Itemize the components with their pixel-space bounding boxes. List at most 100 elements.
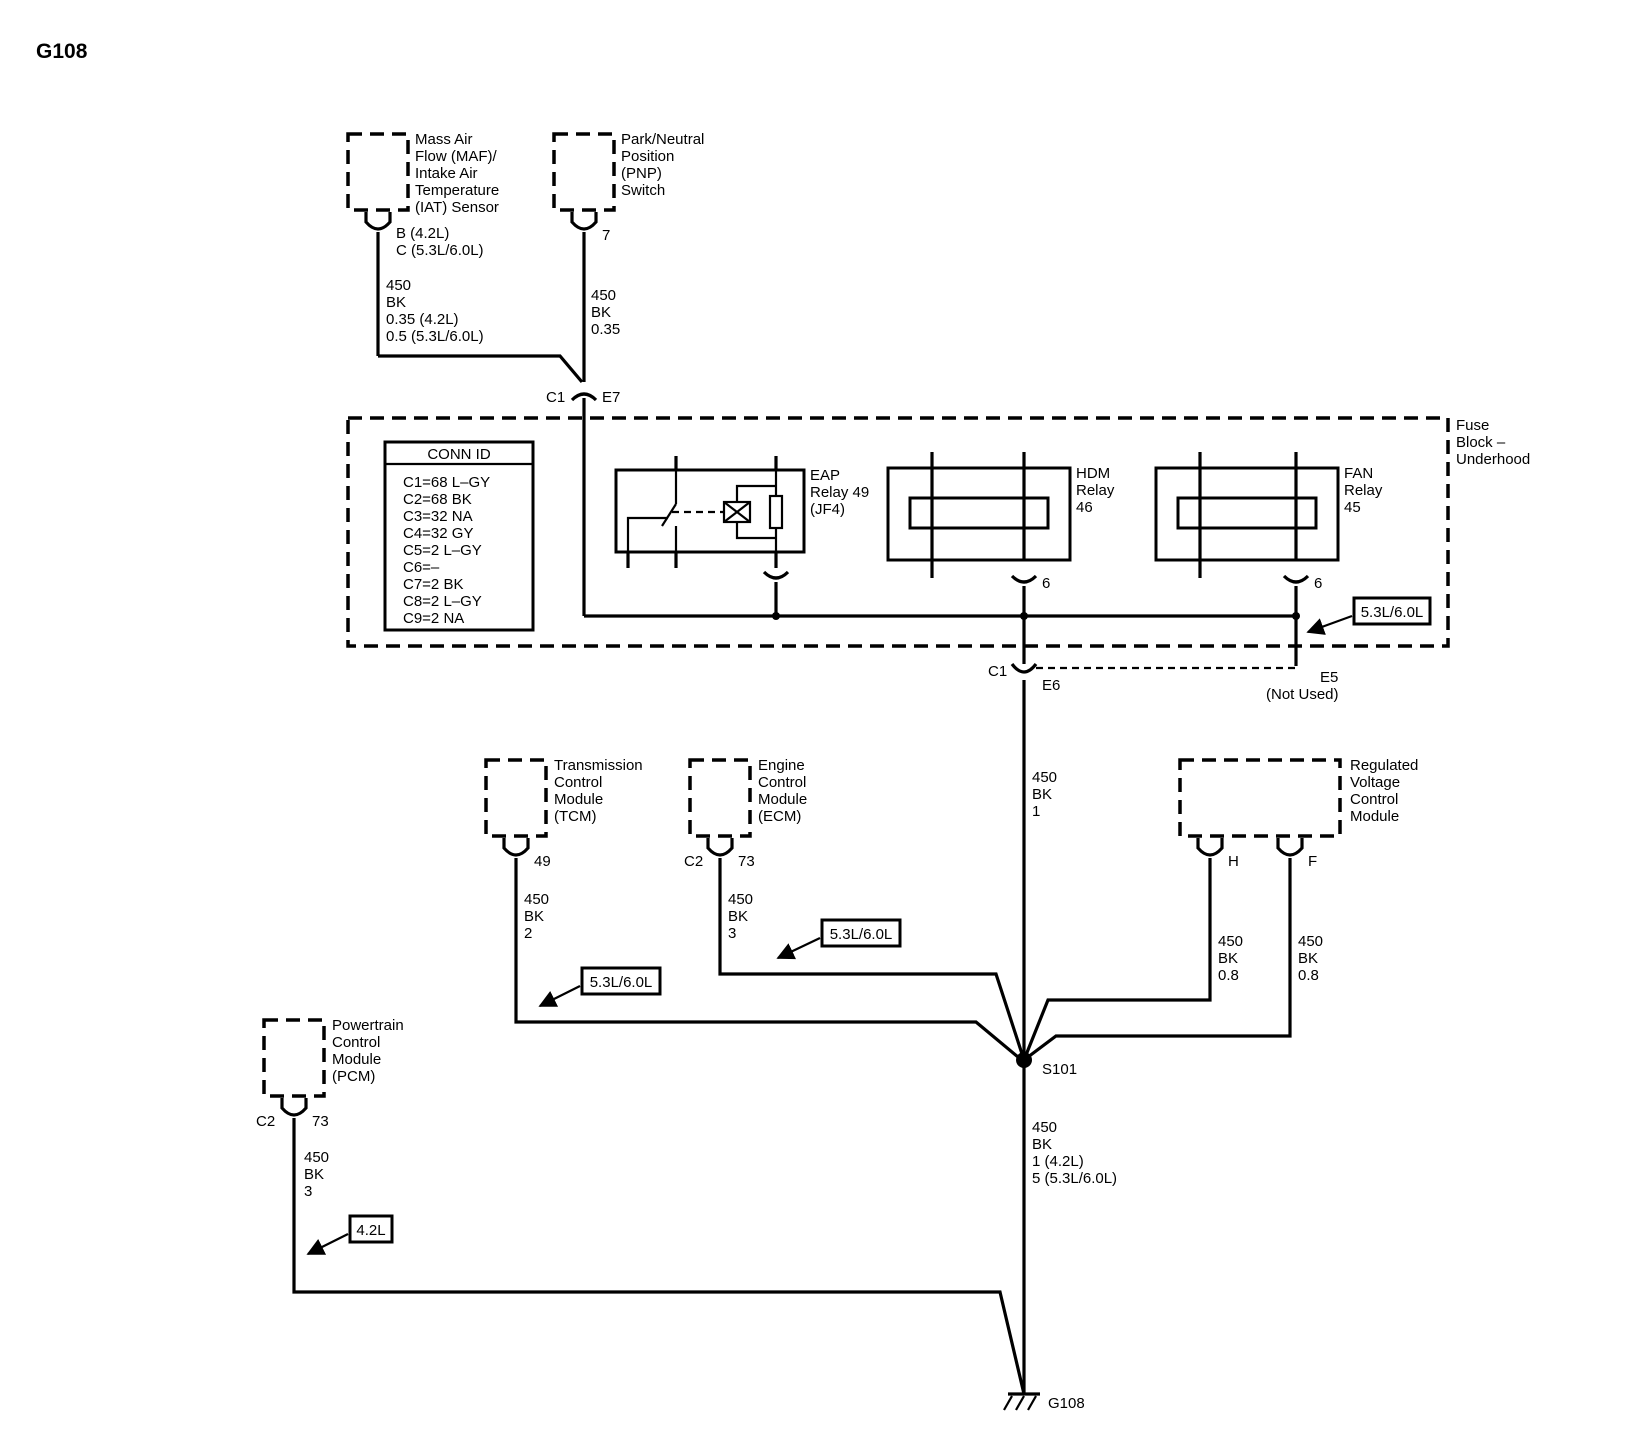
e6-wire-3: 1 (1032, 803, 1040, 820)
pcm-wire-3: 3 (304, 1183, 312, 1200)
pnp-switch: Park/Neutral Position (PNP) Switch 7 450… (552, 131, 704, 382)
maf-label-4: Temperature (415, 182, 499, 199)
conn-id-row-9: C9=2 NA (403, 610, 464, 627)
page-title: G108 (36, 40, 88, 63)
tcm-module: Transmission Control Module (TCM) 49 450… (484, 757, 643, 942)
rvcm-h-wire-1: 450 (1218, 933, 1243, 950)
pcm-label-1: Powertrain (332, 1017, 404, 1034)
fan-relay-label-3: 45 (1344, 499, 1361, 516)
maf-wire (378, 354, 584, 384)
conn-id-row-1: C1=68 L–GY (403, 474, 490, 491)
eap-relay-label-1: EAP (810, 467, 840, 484)
callout-fuse-block: 5.3L/6.0L (1306, 596, 1432, 635)
c1-e6-conn: C1 (988, 663, 1007, 680)
tcm-label-4: (TCM) (554, 808, 596, 825)
conn-id-row-7: C7=2 BK (403, 576, 463, 593)
hdm-relay-pin: 6 (1042, 575, 1050, 592)
conn-id-row-4: C4=32 GY (403, 525, 473, 542)
pnp-wire-2: BK (591, 304, 611, 321)
callout-tcm: 5.3L/6.0L (538, 966, 662, 1007)
fuse-block-label-3: Underhood (1456, 451, 1530, 468)
fan-relay-label-2: Relay (1344, 482, 1383, 499)
ecm-wire-2: BK (728, 908, 748, 925)
pcm-wire (292, 1118, 1026, 1395)
rvcm-label-1: Regulated (1350, 757, 1418, 774)
tcm-label-3: Module (554, 791, 603, 808)
ecm-module: Engine Control Module (ECM) C2 73 450 BK… (684, 757, 807, 942)
tcm-label-2: Control (554, 774, 602, 791)
pnp-label-2: Position (621, 148, 674, 165)
callout-ecm: 5.3L/6.0L (776, 918, 902, 960)
pcm-module: Powertrain Control Module (PCM) C2 73 45… (256, 1017, 404, 1200)
ecm-wire-3: 3 (728, 925, 736, 942)
rvcm-f-wire-2: BK (1298, 950, 1318, 967)
connector-c1-e7: C1 E7 (546, 389, 620, 406)
hdm-relay-label-2: Relay (1076, 482, 1115, 499)
pnp-wire-3: 0.35 (591, 321, 620, 338)
fuse-block-label-1: Fuse (1456, 417, 1489, 434)
fuse-block-underhood: Fuse Block – Underhood (346, 416, 1530, 648)
conn-id-row-5: C5=2 L–GY (403, 542, 482, 559)
maf-wire-1: 450 (386, 277, 411, 294)
tcm-wire-3: 2 (524, 925, 532, 942)
pnp-label-4: Switch (621, 182, 665, 199)
maf-wire-2: BK (386, 294, 406, 311)
maf-label-1: Mass Air (415, 131, 473, 148)
ecm-wire-1: 450 (728, 891, 753, 908)
callout-fuse-text: 5.3L/6.0L (1361, 604, 1424, 621)
bus-junction-eap (772, 612, 780, 620)
maf-wire-3: 0.35 (4.2L) (386, 311, 459, 328)
hdm-relay-label-1: HDM (1076, 465, 1110, 482)
fan-relay-label-1: FAN (1344, 465, 1373, 482)
pnp-label-3: (PNP) (621, 165, 662, 182)
maf-iat-sensor: Mass Air Flow (MAF)/ Intake Air Temperat… (346, 131, 499, 356)
rvcm-h-wire-2: BK (1218, 950, 1238, 967)
e5-pin: E5 (1320, 669, 1338, 686)
pcm-wire-1: 450 (304, 1149, 329, 1166)
eap-relay: EAP Relay 49 (JF4) (614, 456, 869, 616)
pcm-conn: C2 (256, 1113, 275, 1130)
conn-id-title: CONN ID (427, 446, 491, 463)
ground-label: G108 (1048, 1395, 1085, 1412)
maf-label-3: Intake Air (415, 165, 478, 182)
ground-wire-2: BK (1032, 1136, 1052, 1153)
rvcm-pin-f: F (1308, 853, 1317, 870)
rvcm-h-wire (1022, 858, 1212, 1061)
rvcm-label-2: Voltage (1350, 774, 1400, 791)
tcm-wire (514, 858, 1026, 1064)
ecm-label-3: Module (758, 791, 807, 808)
fuse-block-label-2: Block – (1456, 434, 1506, 451)
callout-pcm: 4.2L (306, 1214, 394, 1255)
ecm-pin: 73 (738, 853, 755, 870)
pcm-label-3: Module (332, 1051, 381, 1068)
e6-wire-1: 450 (1032, 769, 1057, 786)
maf-label-5: (IAT) Sensor (415, 199, 499, 216)
rvcm-h-wire-3: 0.8 (1218, 967, 1239, 984)
tcm-wire-2: BK (524, 908, 544, 925)
rvcm-pin-h: H (1228, 853, 1239, 870)
maf-wire-4: 0.5 (5.3L/6.0L) (386, 328, 484, 345)
c1-e7-pin: E7 (602, 389, 620, 406)
conn-id-row-8: C8=2 L–GY (403, 593, 482, 610)
ground-wire-4: 5 (5.3L/6.0L) (1032, 1170, 1117, 1187)
hdm-relay: 6 HDM Relay 46 (886, 452, 1115, 616)
conn-id-row-2: C2=68 BK (403, 491, 472, 508)
rvcm-label-3: Control (1350, 791, 1398, 808)
callout-ecm-text: 5.3L/6.0L (830, 926, 893, 943)
pcm-pin: 73 (312, 1113, 329, 1130)
fan-relay: 6 FAN Relay 45 (1154, 452, 1383, 616)
conn-id-row-3: C3=32 NA (403, 508, 473, 525)
connector-c1-e6: C1 E6 (988, 662, 1060, 694)
pnp-wire-1: 450 (591, 287, 616, 304)
tcm-pin: 49 (534, 853, 551, 870)
tcm-wire-1: 450 (524, 891, 549, 908)
pnp-pin: 7 (602, 227, 610, 244)
rvcm-module: Regulated Voltage Control Module H F 450… (1178, 757, 1418, 984)
conn-id-row-6: C6=– (403, 559, 440, 576)
maf-pin-1: B (4.2L) (396, 225, 449, 242)
callout-tcm-text: 5.3L/6.0L (590, 974, 653, 991)
c1-e6-pin: E6 (1042, 677, 1060, 694)
ground-g108: G108 (1003, 1392, 1085, 1412)
c1-e7-conn: C1 (546, 389, 565, 406)
